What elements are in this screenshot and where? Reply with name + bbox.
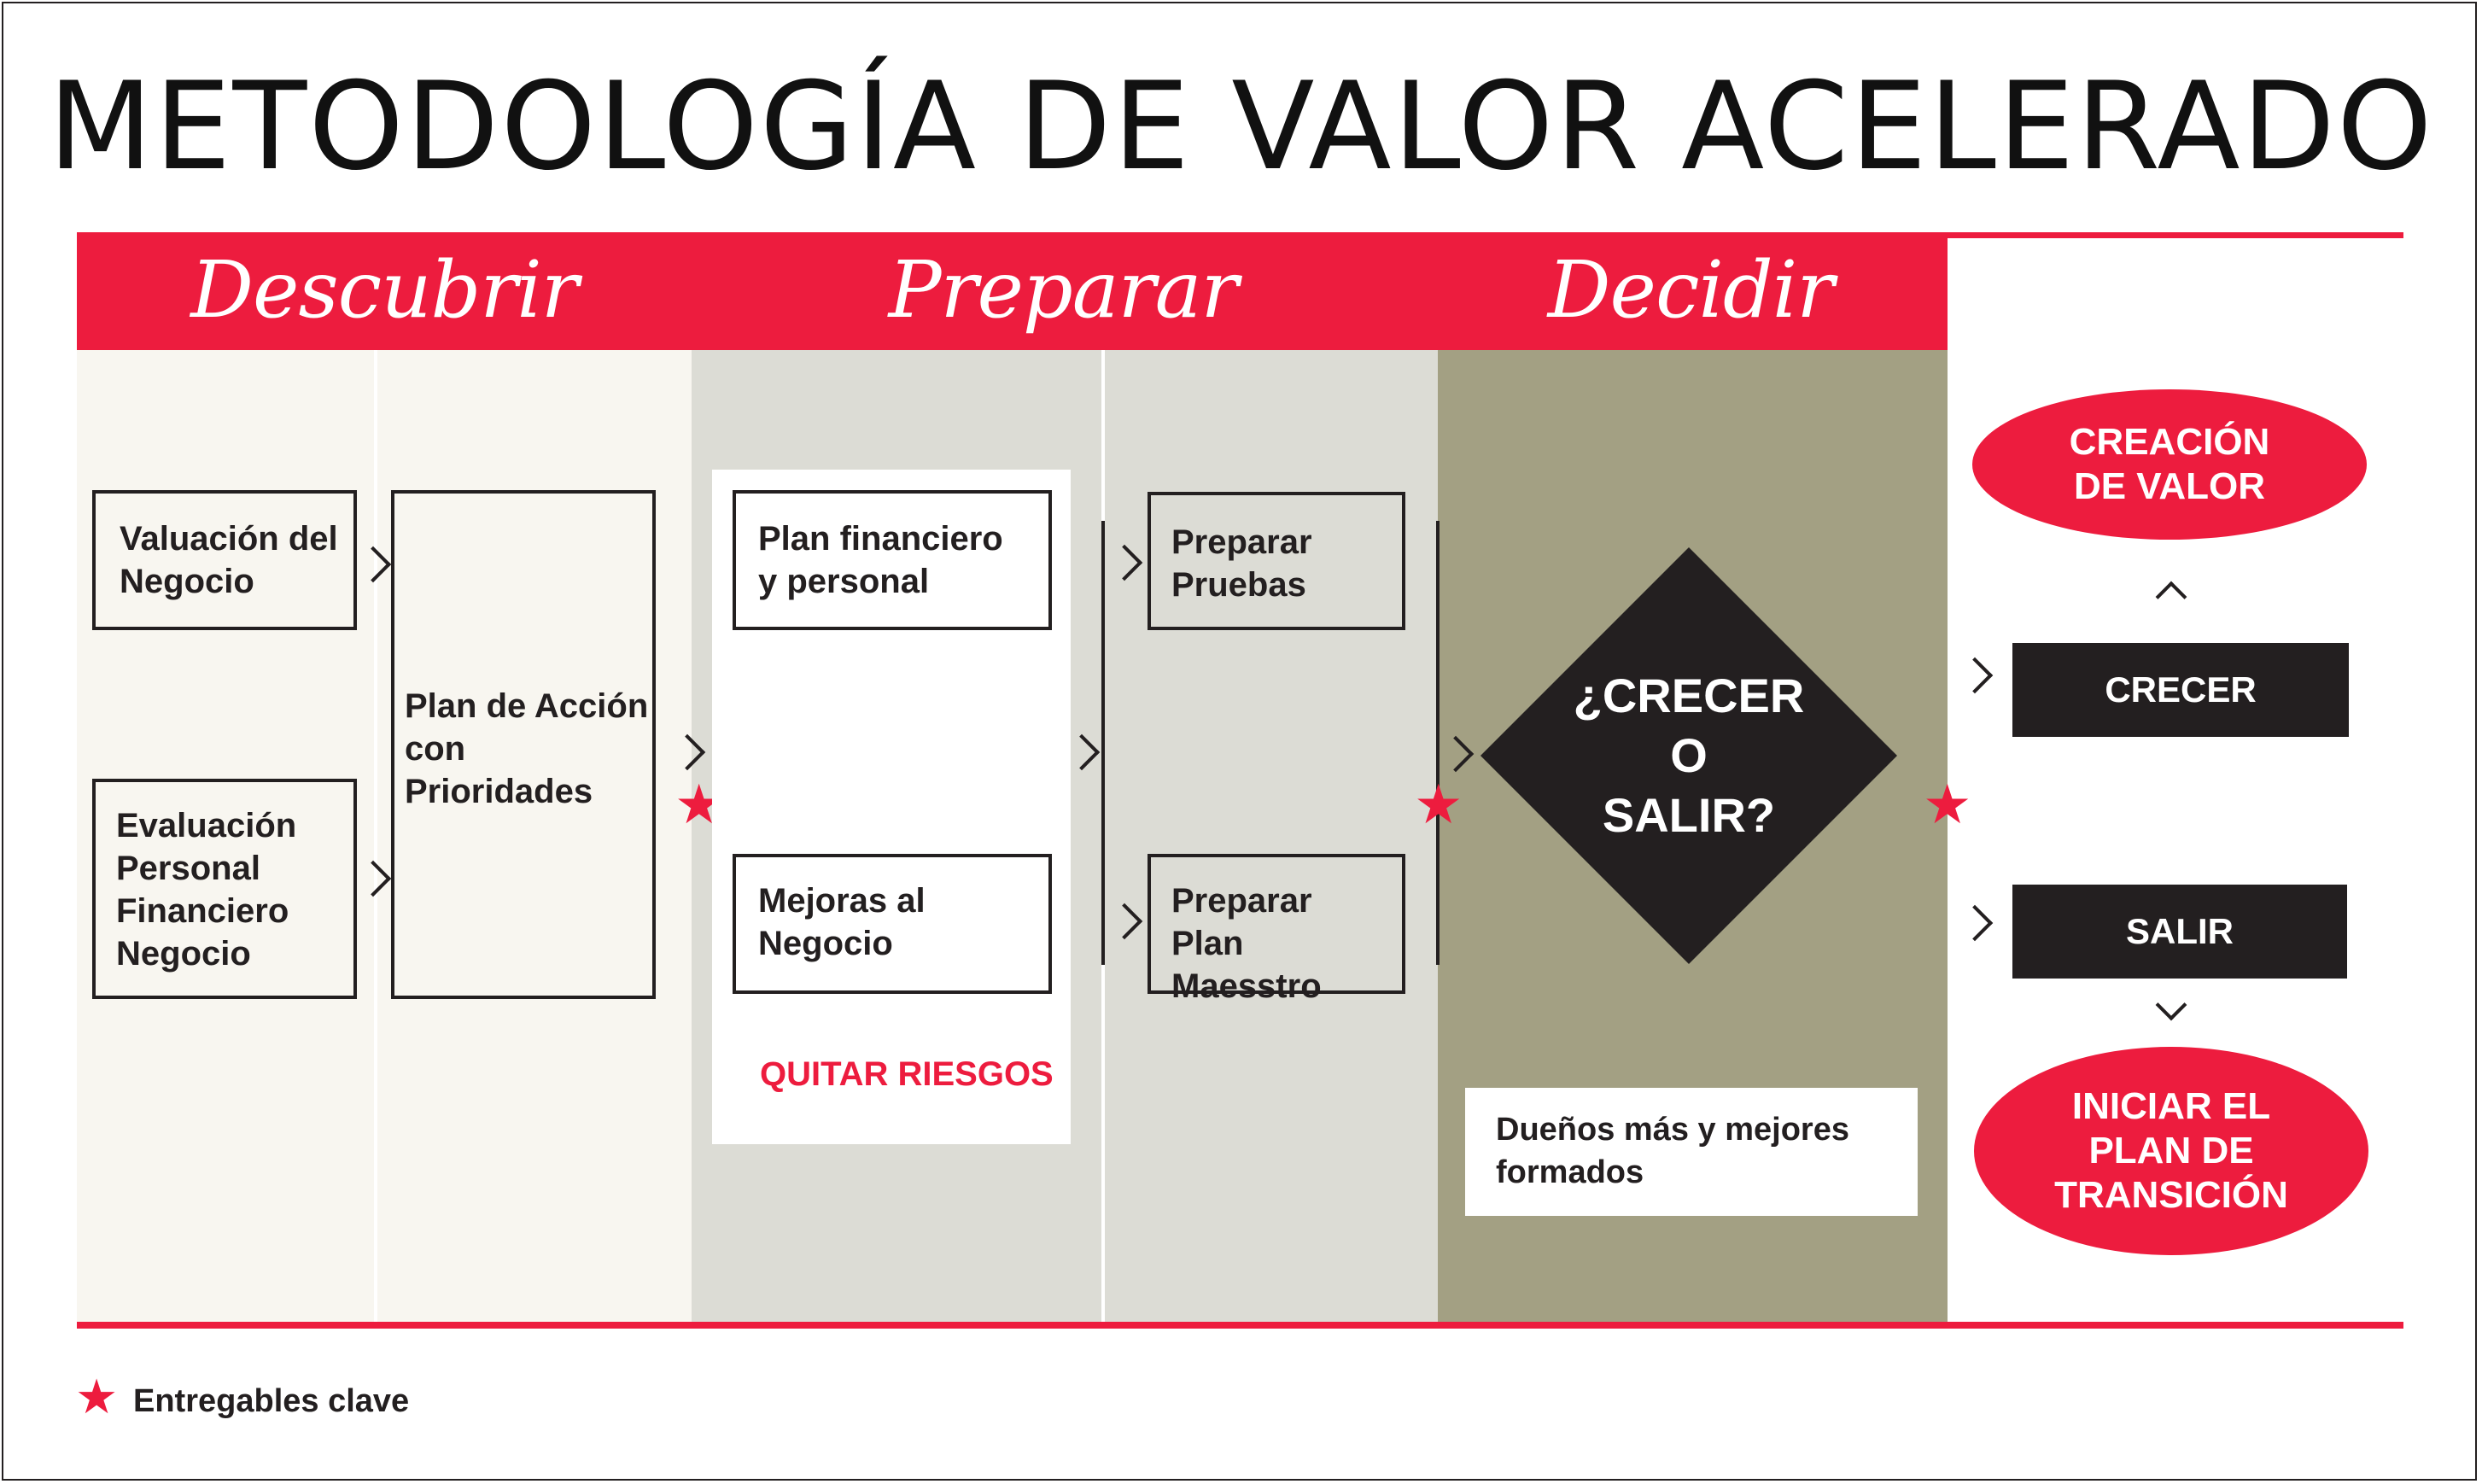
box-plan-financiero-label: Plan financiero y personal [758, 520, 1003, 600]
decision-question: ¿CRECER O SALIR? [1573, 669, 1805, 842]
oval-iniciar-transicion: INICIAR EL PLAN DE TRANSICIÓN [1974, 1047, 2368, 1255]
box-duenos: Dueños más y mejores formados [1465, 1088, 1918, 1216]
box-plan-financiero: Plan financiero y personal [733, 490, 1052, 630]
box-preparar-plan-maestro-label: Preparar Plan Maesstro [1171, 882, 1322, 1005]
legend-star-icon: ★ [75, 1370, 119, 1423]
box-valuacion-negocio-label: Valuación del Negocio [120, 520, 338, 600]
crecer-box: CRECER [2012, 643, 2349, 737]
phase-label-descubrir: Descubrir [190, 244, 578, 336]
phase-header-band [77, 232, 1948, 350]
box-plan-accion-label: Plan de Acción con Prioridades [405, 687, 649, 810]
column-descubrir-2 [377, 350, 692, 1322]
box-mejoras-negocio-label: Mejoras al Negocio [758, 882, 926, 962]
box-duenos-label: Dueños más y mejores formados [1496, 1112, 1849, 1190]
box-mejoras-negocio: Mejoras al Negocio [733, 854, 1052, 994]
box-preparar-pruebas: Preparar Pruebas [1148, 492, 1405, 630]
quitar-riesgos-label: QUITAR RIESGOS [760, 1055, 1054, 1093]
box-plan-accion: Plan de Acción con Prioridades [391, 490, 656, 999]
box-evaluacion: Evaluación Personal Financiero Negocio [92, 779, 357, 999]
page-title: METODOLOGÍA DE VALOR ACELERADO [48, 56, 2434, 197]
column-descubrir-1 [77, 350, 374, 1322]
bracket-line [1436, 521, 1440, 965]
deliverable-star-icon: ★ [1923, 774, 1972, 835]
deliverable-star-icon: ★ [1414, 774, 1463, 835]
box-preparar-plan-maestro: Preparar Plan Maesstro [1148, 854, 1405, 1005]
footer-rule [77, 1322, 2403, 1329]
salir-box: SALIR [2012, 885, 2347, 979]
legend-label: Entregables clave [133, 1383, 410, 1419]
column-preparar-2 [1105, 350, 1438, 1322]
box-preparar-pruebas-label: Preparar Pruebas [1171, 523, 1312, 604]
oval-creacion-valor: CREACIÓN DE VALOR [1972, 389, 2367, 540]
box-evaluacion-label: Evaluación Personal Financiero Negocio [116, 807, 297, 973]
decision-diamond [1480, 547, 1897, 964]
phase-label-preparar: Preparar [888, 244, 1239, 336]
header-rule [1947, 232, 2403, 238]
box-valuacion-negocio: Valuación del Negocio [92, 490, 357, 630]
bracket-line [1101, 521, 1105, 965]
phase-label-decidir: Decidir [1547, 244, 1834, 336]
